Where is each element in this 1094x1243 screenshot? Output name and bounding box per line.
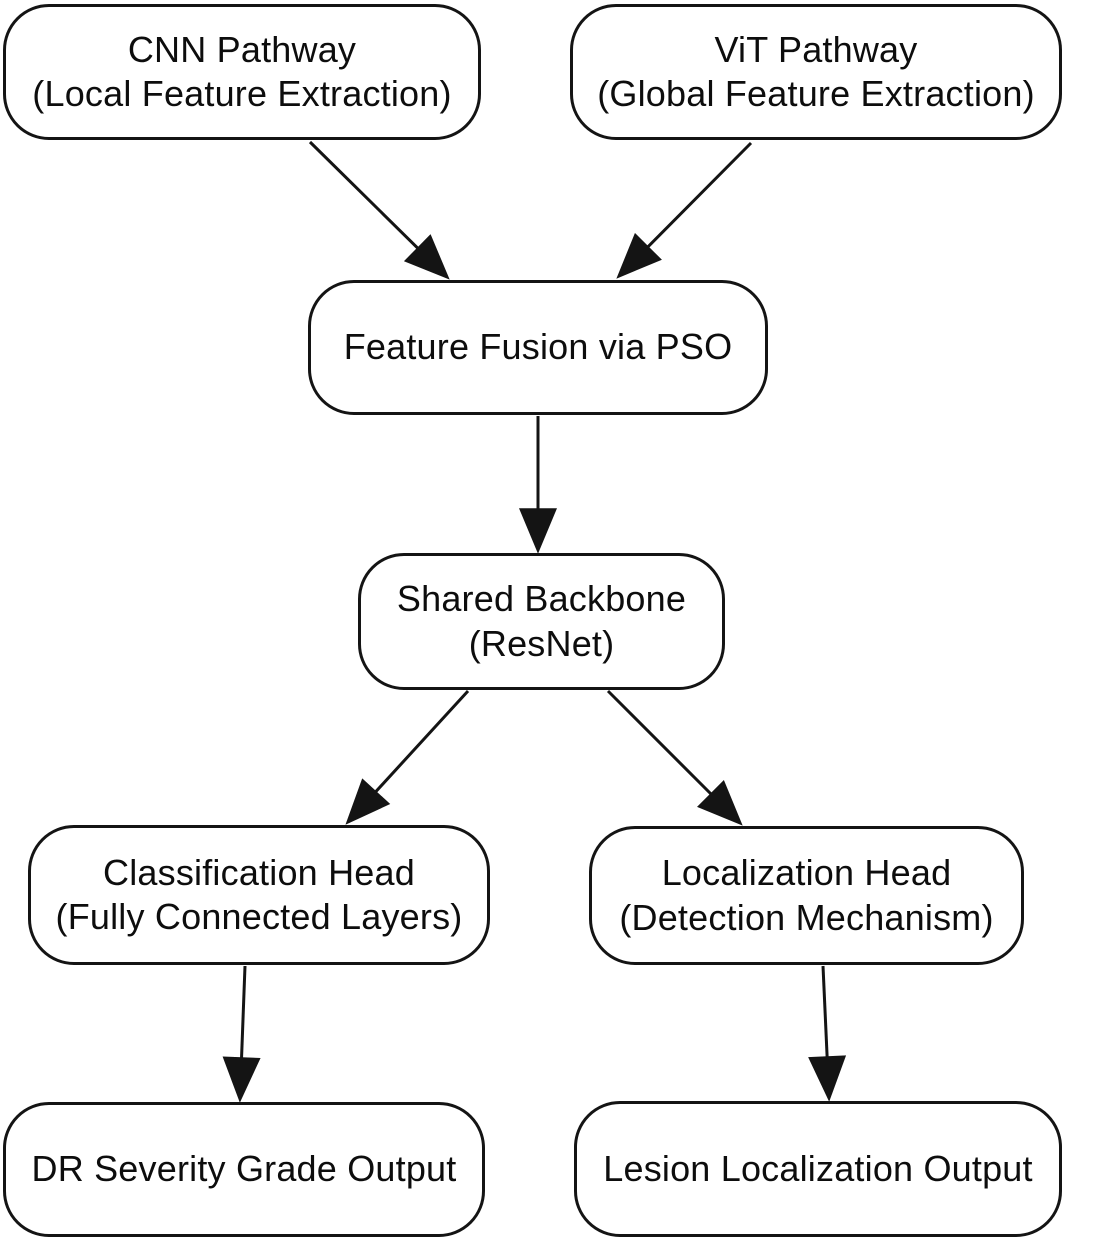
node-sublabel: (ResNet) — [468, 622, 615, 664]
node-sublabel: (Detection Mechanism) — [619, 896, 994, 938]
node-lesion-localization-output: Lesion Localization Output — [574, 1101, 1062, 1237]
node-label: Feature Fusion via PSO — [343, 326, 733, 368]
arrow-backbone-to-localization — [606, 689, 743, 826]
arrow-cnn-to-fusion — [308, 140, 450, 280]
node-label: ViT Pathway — [714, 28, 918, 70]
node-sublabel: (Local Feature Extraction) — [32, 73, 452, 114]
node-label: Lesion Localization Output — [603, 1147, 1033, 1189]
node-localization-head: Localization Head (Detection Mechanism) — [589, 826, 1024, 965]
node-label: CNN Pathway — [127, 28, 357, 70]
node-shared-backbone: Shared Backbone (ResNet) — [358, 553, 725, 690]
arrow-vit-to-fusion — [616, 141, 753, 279]
arrow-classification-to-dr-output — [222, 965, 261, 1103]
node-label: DR Severity Grade Output — [31, 1148, 457, 1190]
node-feature-fusion: Feature Fusion via PSO — [308, 280, 768, 415]
arrow-backbone-to-classification — [345, 689, 470, 825]
node-dr-severity-output: DR Severity Grade Output — [3, 1102, 485, 1237]
node-label: Localization Head — [661, 852, 952, 894]
arrow-localization-to-lesion-output — [808, 965, 847, 1102]
node-label: Shared Backbone — [396, 578, 687, 620]
node-classification-head: Classification Head (Fully Connected Lay… — [28, 825, 490, 965]
node-sublabel: (Global Feature Extraction) — [597, 73, 1035, 114]
node-vit-pathway: ViT Pathway (Global Feature Extraction) — [570, 4, 1062, 140]
node-cnn-pathway: CNN Pathway (Local Feature Extraction) — [3, 4, 481, 140]
node-label: Classification Head — [103, 851, 415, 893]
node-sublabel: (Fully Connected Layers) — [55, 896, 463, 937]
